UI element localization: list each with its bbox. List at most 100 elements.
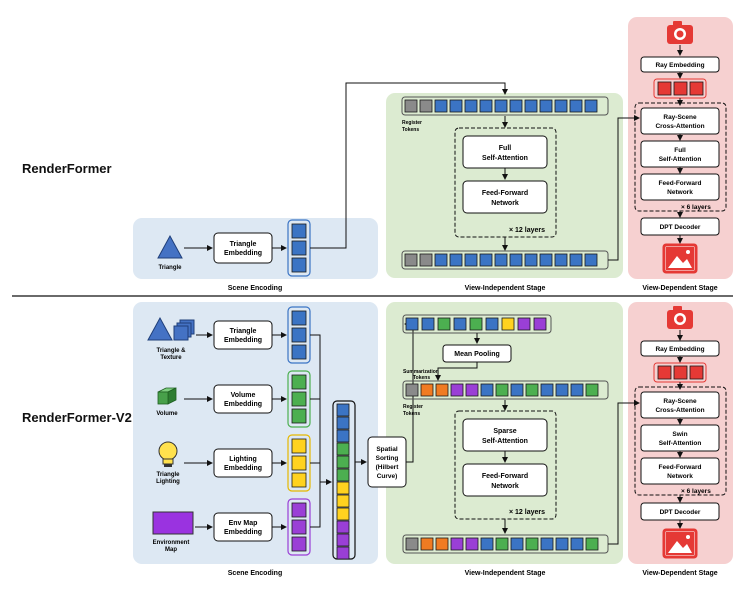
token [524, 99, 538, 113]
svg-text:Network: Network [667, 189, 693, 196]
env-map-embedding: Env Map Embedding [213, 512, 273, 542]
svg-text:Self-Attention: Self-Attention [482, 155, 528, 162]
token [336, 442, 350, 456]
renderformer-v2-title: RenderFormer-V2 [22, 410, 132, 425]
svg-text:Swin: Swin [672, 431, 687, 438]
svg-text:Feed-Forward: Feed-Forward [482, 190, 528, 197]
token [434, 253, 448, 267]
svg-text:Network: Network [491, 483, 519, 490]
svg-text:Triangle: Triangle [230, 328, 257, 335]
triangle-lighting-label-2: Lighting [156, 479, 180, 485]
token [584, 253, 598, 267]
top-ray-tokens [657, 81, 704, 96]
top-register-tokens-label-2: Tokens [402, 127, 419, 133]
token [291, 519, 307, 535]
mean-pooling-block: Mean Pooling [442, 344, 512, 363]
token [495, 383, 509, 397]
token [450, 383, 464, 397]
svg-text:Feed-Forward: Feed-Forward [482, 473, 528, 480]
bottom-token-row-in [402, 380, 609, 400]
token [434, 99, 448, 113]
token [554, 99, 568, 113]
token [570, 537, 584, 551]
cube-icon [157, 387, 177, 405]
token [291, 438, 307, 454]
token [420, 383, 434, 397]
environment-map-label-2: Map [165, 547, 177, 553]
top-token-row-in [401, 96, 609, 116]
top-register-tokens-label: Register [402, 120, 422, 126]
token [336, 481, 350, 495]
token [404, 99, 418, 113]
svg-text:Volume: Volume [231, 392, 256, 399]
token [585, 383, 599, 397]
svg-text:Spatial: Spatial [376, 446, 398, 453]
token [494, 99, 508, 113]
svg-text:Triangle: Triangle [230, 241, 257, 248]
volume-label: Volume [156, 411, 178, 417]
top-vd-full-self-attention: Full Self-Attention [640, 140, 720, 168]
triangle-icon [157, 234, 183, 259]
bottom-register-tokens-label: Register [403, 404, 423, 410]
triangle-texture-label: Triangle & [156, 348, 186, 354]
svg-text:Feed-Forward: Feed-Forward [659, 464, 702, 471]
token [437, 317, 451, 331]
token [540, 383, 554, 397]
token [291, 327, 307, 343]
svg-text:Ray Embedding: Ray Embedding [655, 62, 704, 69]
bottom-scene-encoding-panel [133, 302, 378, 564]
token [291, 257, 307, 273]
triangle-texture-label-2: Texture [160, 355, 182, 361]
token [291, 374, 307, 390]
token [291, 310, 307, 326]
token [405, 537, 419, 551]
token [336, 520, 350, 534]
bottom-feed-forward-network: Feed-Forward Network [462, 463, 548, 497]
token [540, 537, 554, 551]
sparse-self-attention: Sparse Self-Attention [462, 418, 548, 452]
svg-text:Ray-Scene: Ray-Scene [663, 398, 697, 405]
connector [310, 82, 508, 249]
bottom-scene-encoding-label: Scene Encoding [228, 570, 282, 577]
top-12-layers-label: × 12 layers [509, 227, 545, 234]
bottom-ray-embedding: Ray Embedding [640, 340, 720, 357]
token [405, 317, 419, 331]
token [689, 365, 704, 380]
svg-text:(Hilbert: (Hilbert [376, 464, 400, 471]
renderformer-title: RenderFormer [22, 161, 112, 176]
svg-text:Embedding: Embedding [224, 401, 262, 408]
token [336, 429, 350, 443]
bottom-12-layers-label: × 12 layers [509, 509, 545, 516]
svg-text:Cross-Attention: Cross-Attention [655, 123, 704, 130]
token [421, 317, 435, 331]
connector [435, 362, 478, 381]
summarization-tokens-label-2: Tokens [413, 375, 430, 381]
camera-icon [667, 306, 693, 329]
lighting-tokens [291, 438, 307, 488]
token [480, 537, 494, 551]
volume-embedding: Volume Embedding [213, 384, 273, 414]
image-icon [662, 243, 698, 274]
connector [310, 482, 321, 528]
camera-icon [667, 21, 693, 44]
top-dpt-decoder: DPT Decoder [640, 217, 720, 236]
top-ray-embedding: Ray Embedding [640, 56, 720, 73]
bottom-tokens-in [405, 383, 599, 397]
svg-text:Self-Attention: Self-Attention [659, 156, 702, 163]
token [435, 537, 449, 551]
token [539, 253, 553, 267]
token [291, 408, 307, 424]
top-vd-feed-forward: Feed-Forward Network [640, 173, 720, 201]
token [479, 99, 493, 113]
svg-text:Ray-Scene: Ray-Scene [663, 114, 697, 121]
token [495, 537, 509, 551]
svg-text:DPT Decoder: DPT Decoder [660, 224, 701, 231]
token [501, 317, 515, 331]
connector [310, 334, 321, 482]
token [336, 546, 350, 560]
spatial-sorting-block: Spatial Sorting (Hilbert Curve) [367, 436, 407, 488]
connector [608, 115, 640, 261]
svg-text:Mean Pooling: Mean Pooling [454, 351, 500, 358]
svg-text:Full: Full [674, 147, 686, 154]
bottom-ray-scene-cross-attention: Ray-Scene Cross-Attention [640, 391, 720, 419]
